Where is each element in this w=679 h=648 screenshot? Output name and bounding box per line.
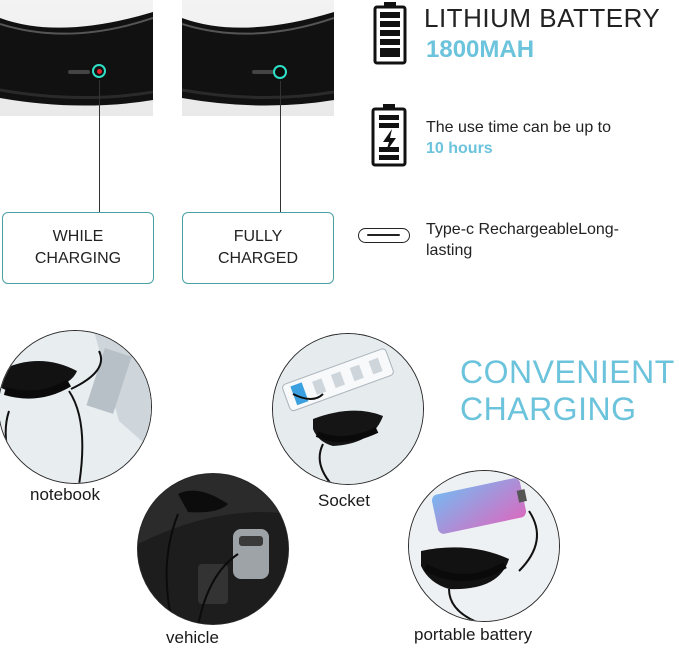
device-photo-charging	[0, 0, 153, 116]
convenient-charging-title: CONVENIENT CHARGING	[460, 354, 675, 427]
scene-label-notebook: notebook	[30, 485, 100, 504]
scene-label-vehicle: vehicle	[166, 628, 219, 647]
vehicle-scene-image	[137, 473, 289, 625]
leader-line	[99, 80, 100, 212]
led-indicator-green	[273, 65, 287, 79]
status-while-charging: WHILE CHARGING	[2, 212, 154, 284]
leader-line	[280, 81, 281, 212]
use-time-text: The use time can be up to	[426, 119, 611, 136]
power-bank-scene-image	[408, 470, 560, 622]
scene-label-power-bank: portable battery	[414, 625, 533, 644]
battery-charging-icon	[370, 102, 408, 173]
socket-scene-image	[272, 333, 424, 485]
device-photo-charged	[182, 0, 334, 116]
typec-text: Type-c RechargeableLong- lasting	[426, 221, 620, 259]
status-fully-charged: FULLY CHARGED	[182, 212, 334, 284]
battery-title: LITHIUM BATTERY	[424, 3, 661, 33]
battery-full-icon	[372, 0, 408, 71]
usb-c-port-icon	[358, 228, 410, 243]
use-time-value: 10 hours	[426, 140, 493, 157]
battery-capacity: 1800MAH	[426, 36, 535, 63]
led-indicator-red	[92, 64, 106, 78]
notebook-scene-image	[0, 330, 152, 484]
scene-label-socket: Socket	[318, 491, 370, 510]
